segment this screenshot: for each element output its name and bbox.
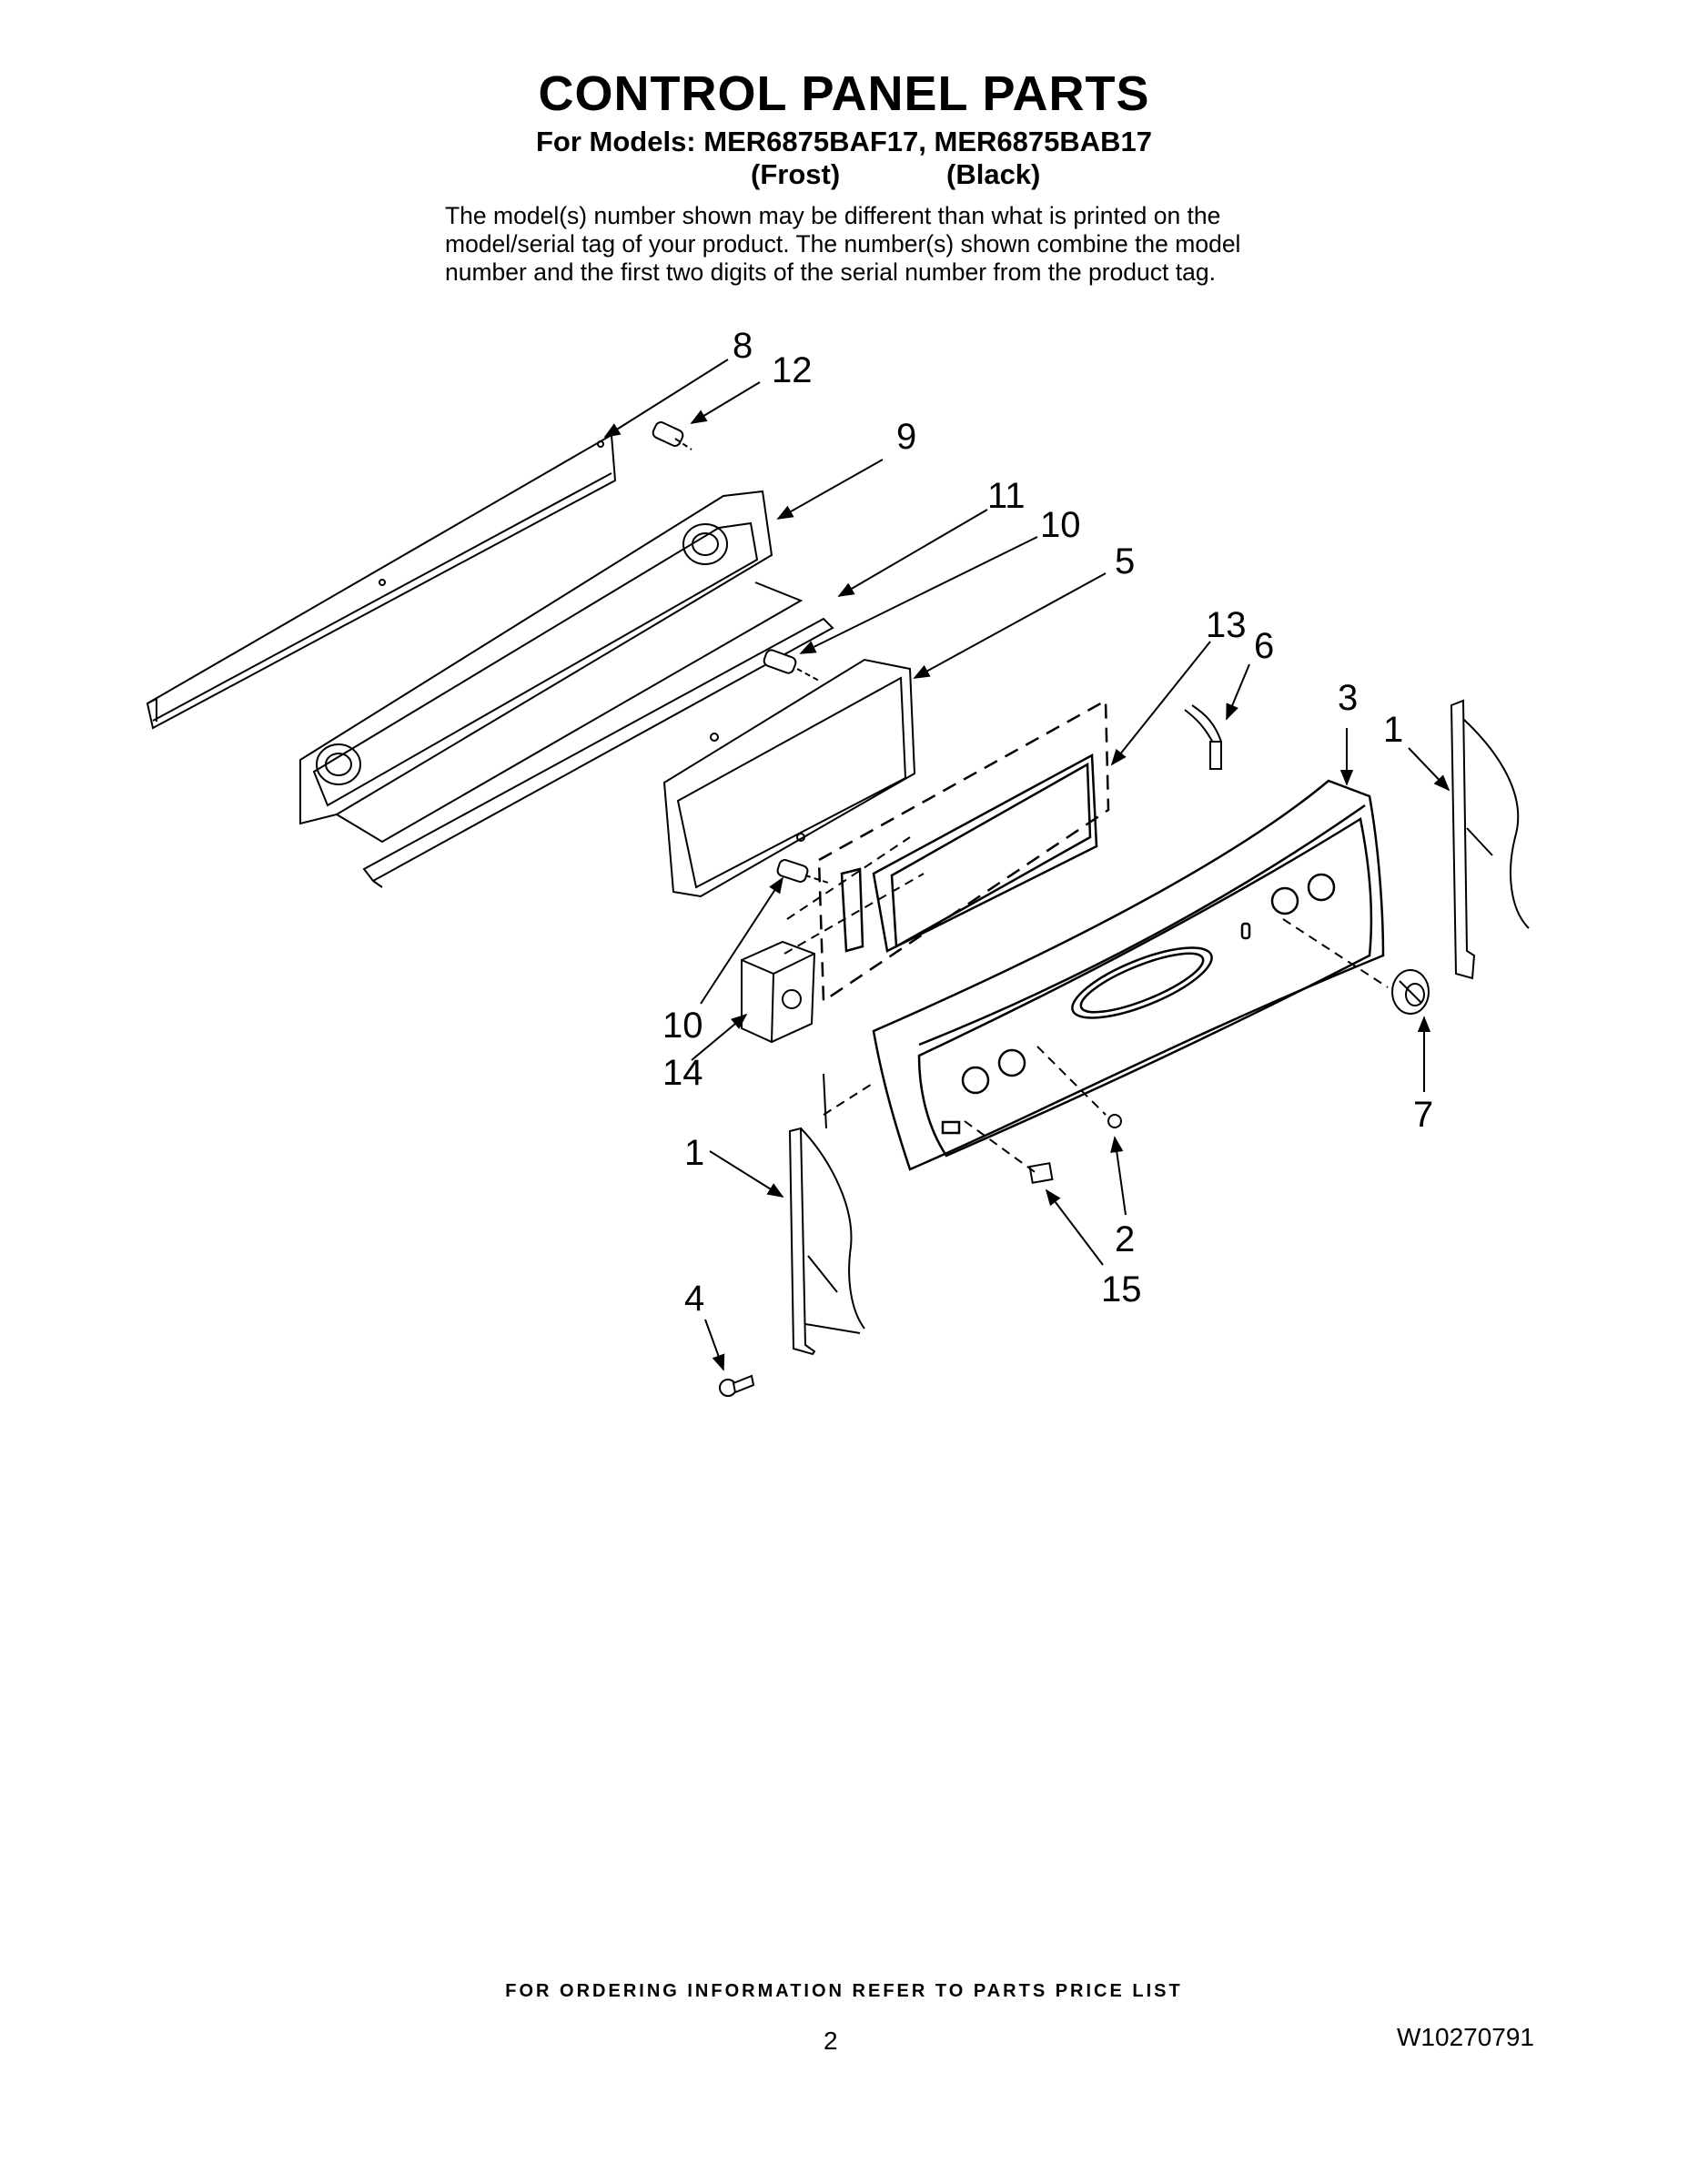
model-numbers: For Models: MER6875BAF17, MER6875BAB17	[535, 126, 1153, 157]
part-1-right-bracket	[1450, 699, 1530, 980]
callout-3: 3	[1338, 678, 1358, 718]
ordering-note: FOR ORDERING INFORMATION REFER TO PARTS …	[505, 1981, 1183, 2001]
callout-4: 4	[684, 1279, 704, 1319]
part-10-screw-left	[776, 859, 829, 884]
callout-labels: 8 12 9 11 10 5 13 6 3 1 10 14 7 1 2 15 4	[662, 326, 1433, 1319]
document-number: W10270791	[1397, 2023, 1535, 2051]
notice-line-1: The model(s) number shown may be differe…	[445, 202, 1221, 229]
part-7-knob	[1391, 969, 1430, 1015]
part-3-control-panel	[872, 779, 1385, 1171]
callout-8: 8	[733, 326, 753, 366]
callout-2: 2	[1115, 1219, 1135, 1259]
callout-1-left: 1	[684, 1133, 704, 1173]
notice-line-2: model/serial tag of your product. The nu…	[445, 230, 1241, 258]
callout-9: 9	[896, 417, 916, 457]
leader-arrows	[603, 359, 1450, 1371]
part-15-small-switch	[1028, 1162, 1054, 1184]
part-1-left-bracket	[788, 1073, 865, 1356]
variant-frost: (Frost)	[751, 158, 841, 190]
part-9-rear-housing	[299, 490, 804, 844]
page-title: CONTROL PANEL PARTS	[538, 66, 1150, 121]
callout-11: 11	[987, 476, 1026, 516]
part-5-control-housing	[662, 658, 916, 898]
part-2-screw	[1107, 1114, 1122, 1128]
variant-black: (Black)	[946, 158, 1041, 190]
notice-line-3: number and the first two digits of the s…	[445, 258, 1216, 286]
part-8-back-panel	[146, 433, 617, 730]
callout-7: 7	[1413, 1095, 1433, 1135]
part-14-switch	[741, 940, 816, 1044]
assembly-lines	[783, 836, 1389, 1175]
model-notice: The model(s) number shown may be differe…	[445, 202, 1319, 287]
part-10-screw-top	[763, 649, 820, 682]
part-4-screw	[719, 1374, 755, 1397]
callout-5: 5	[1115, 541, 1135, 581]
part-11-rail	[362, 617, 834, 888]
callout-10-top: 10	[1040, 505, 1081, 545]
part-12-screw	[652, 421, 692, 450]
callout-13: 13	[1206, 605, 1247, 645]
page-number: 2	[824, 2027, 838, 2055]
part-6-wire-harness	[1184, 704, 1222, 770]
callout-6: 6	[1254, 626, 1274, 666]
part-13-control-board-assembly	[817, 698, 1110, 1004]
callout-12: 12	[772, 350, 813, 390]
callout-14: 14	[662, 1053, 703, 1093]
callout-15: 15	[1101, 1269, 1142, 1309]
callout-10-left: 10	[662, 1006, 703, 1046]
callout-1-right: 1	[1383, 710, 1403, 750]
